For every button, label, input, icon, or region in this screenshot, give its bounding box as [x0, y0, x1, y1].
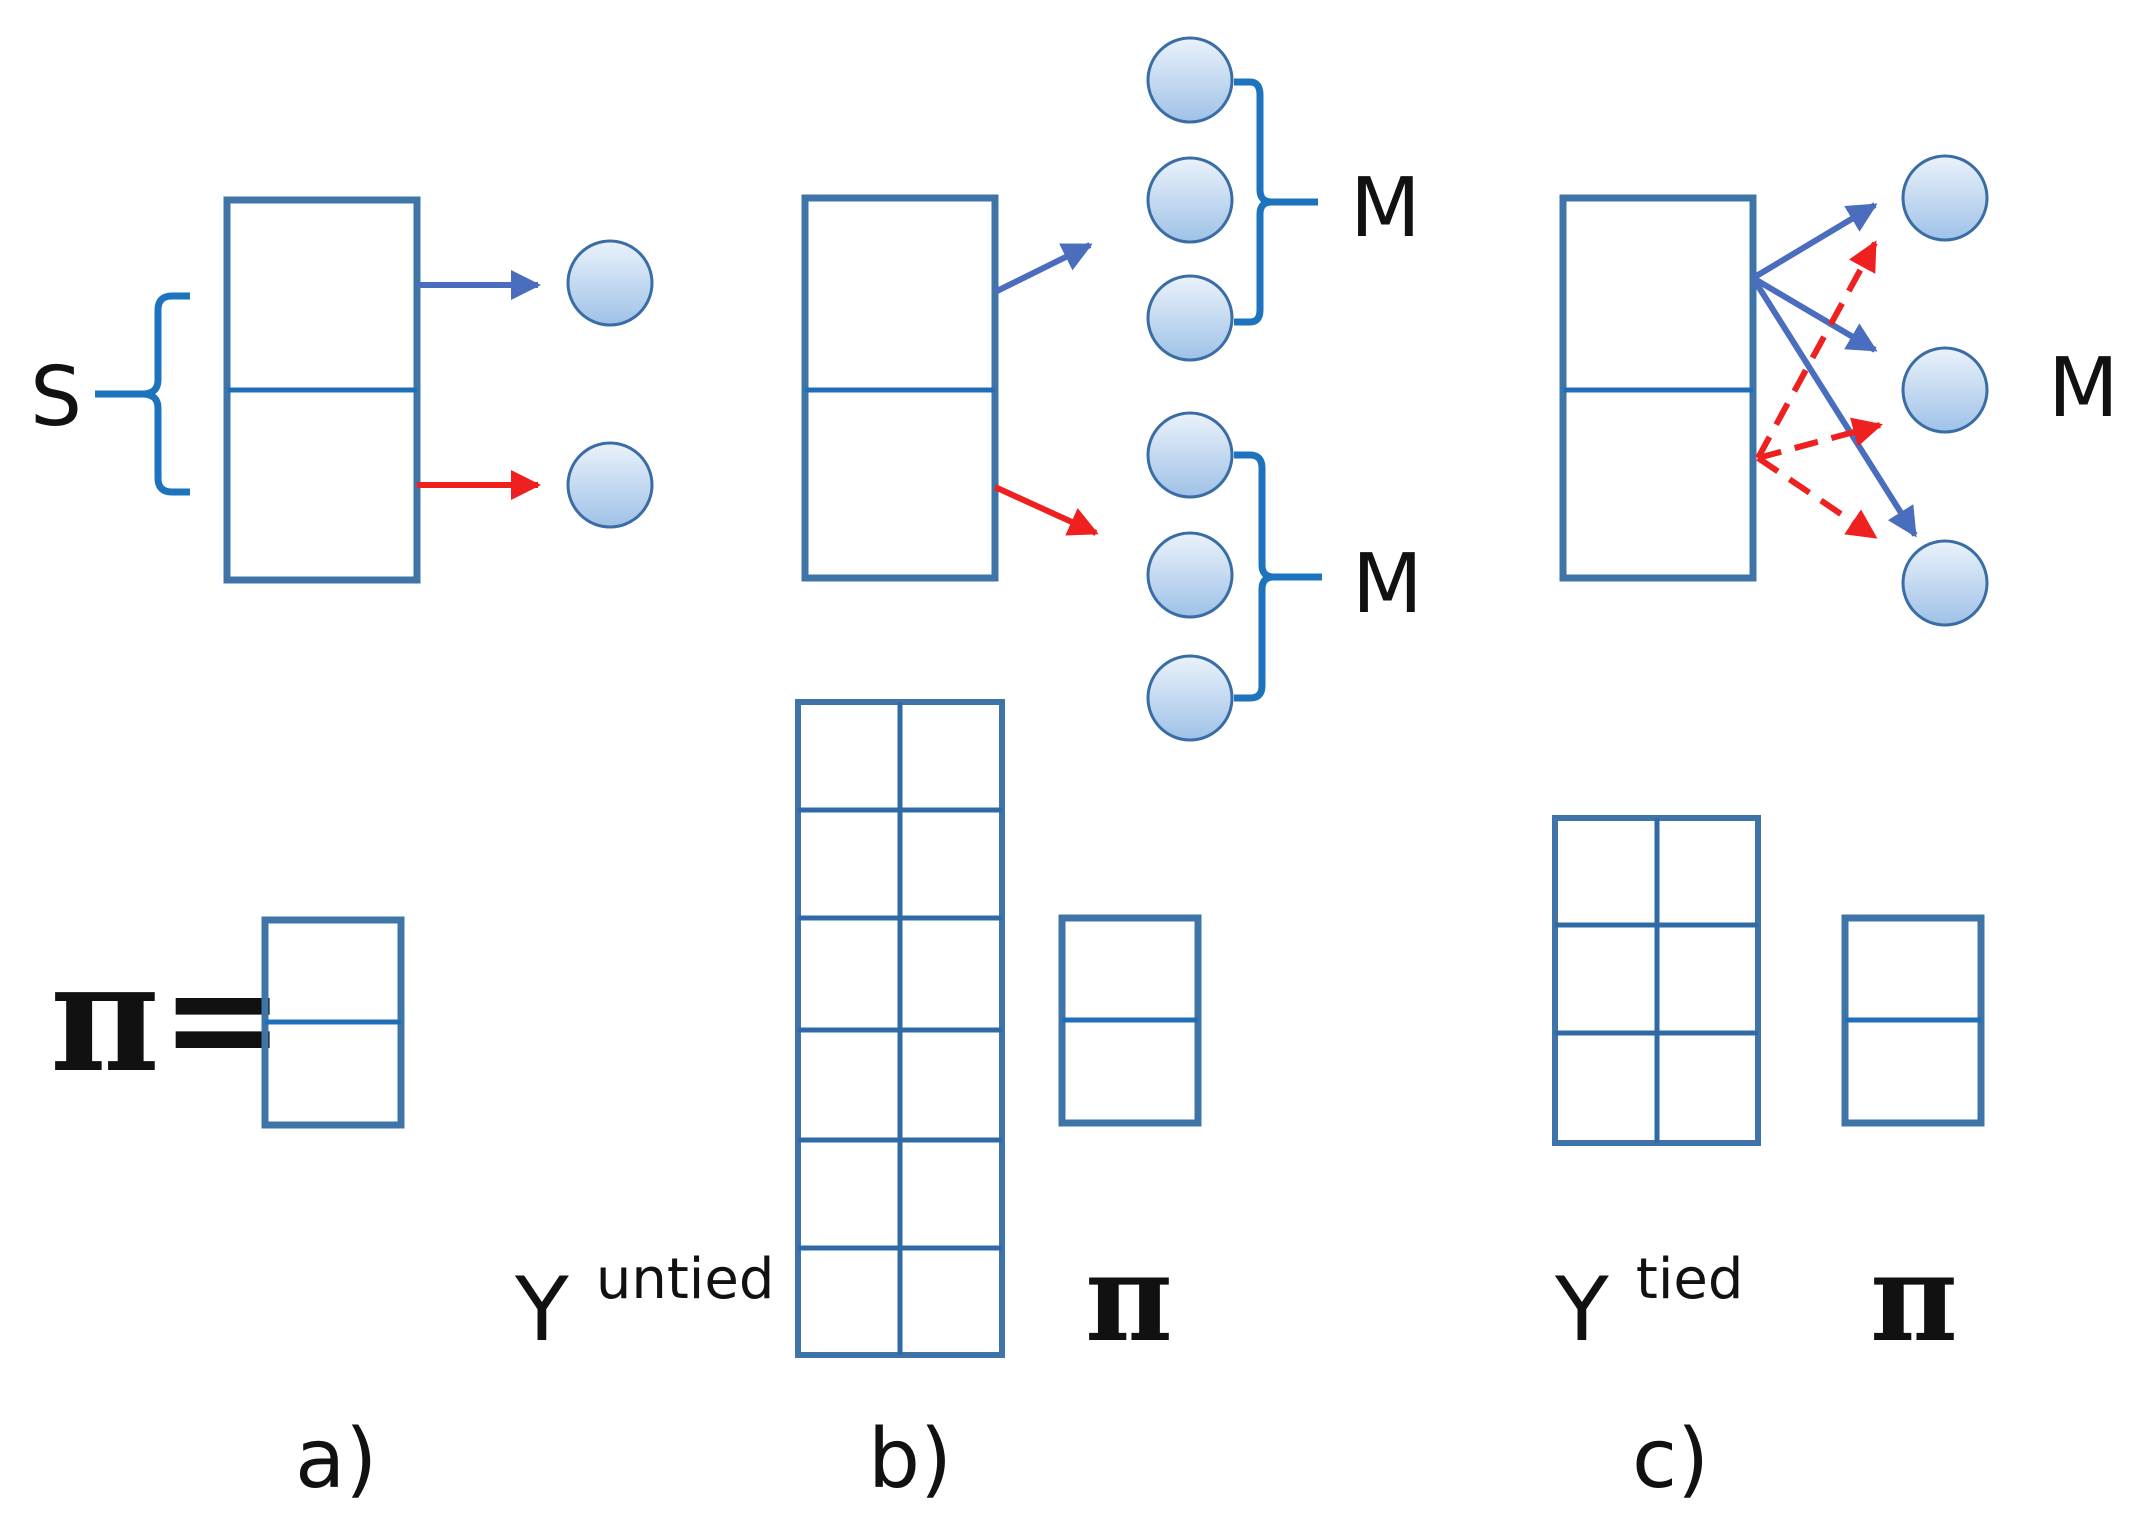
mixture-node — [1146, 36, 1234, 124]
emission-arrow-blue — [993, 242, 1093, 295]
mixture-node — [1146, 411, 1234, 499]
emission-arrow-red-dashed — [1755, 240, 1878, 460]
initial-prob-label: π= — [50, 930, 285, 1106]
mixture-count-label: M — [1352, 537, 1423, 632]
mixture-node — [1901, 539, 1989, 627]
gamma-tied-label: Υ tied — [1554, 1247, 1743, 1361]
emission-arrow-blue — [1751, 202, 1878, 281]
panel-caption: b) — [868, 1412, 952, 1507]
panel-c: M Υ tied π c) — [1552, 154, 2119, 1507]
panel-a: S π= a) — [30, 196, 654, 1507]
mixture-brace — [1234, 451, 1322, 702]
emission-arrow-blue — [1750, 276, 1918, 538]
mixture-node — [1146, 531, 1234, 619]
observation-node — [566, 239, 654, 327]
initial-prob-vector — [1058, 914, 1202, 1127]
panel-caption: a) — [295, 1412, 377, 1507]
mixture-node — [1901, 346, 1989, 434]
panel-caption: c) — [1632, 1412, 1709, 1507]
emission-arrow-red-dashed — [1757, 417, 1883, 461]
initial-prob-label: π — [1085, 1228, 1173, 1369]
gamma-untied-matrix — [795, 699, 1005, 1358]
mixture-node — [1146, 156, 1234, 244]
gamma-untied-label: Υ untied — [514, 1247, 774, 1361]
mixture-count-label: M — [1350, 161, 1421, 256]
mixture-node — [1146, 274, 1234, 362]
state-set-label: S — [30, 350, 82, 445]
initial-prob-vector — [1841, 914, 1985, 1127]
initial-prob-vector — [261, 916, 405, 1129]
mixture-brace — [1234, 78, 1318, 326]
gamma-tied-matrix — [1552, 815, 1761, 1146]
state-vector-box — [801, 194, 999, 582]
mixture-node — [1146, 654, 1234, 742]
emission-arrow-red-dashed — [1756, 455, 1878, 540]
state-vector-box — [1559, 194, 1757, 582]
initial-prob-label: π — [1870, 1228, 1958, 1369]
emission-arrow-red — [993, 484, 1099, 536]
mixture-count-label: M — [2048, 341, 2119, 436]
panel-b: M M Υ untied π b) — [514, 36, 1423, 1507]
emission-arrow-blue — [1751, 275, 1878, 353]
observation-node — [566, 441, 654, 529]
state-brace — [95, 292, 190, 496]
state-vector-box — [223, 196, 421, 584]
mixture-node — [1901, 154, 1989, 242]
